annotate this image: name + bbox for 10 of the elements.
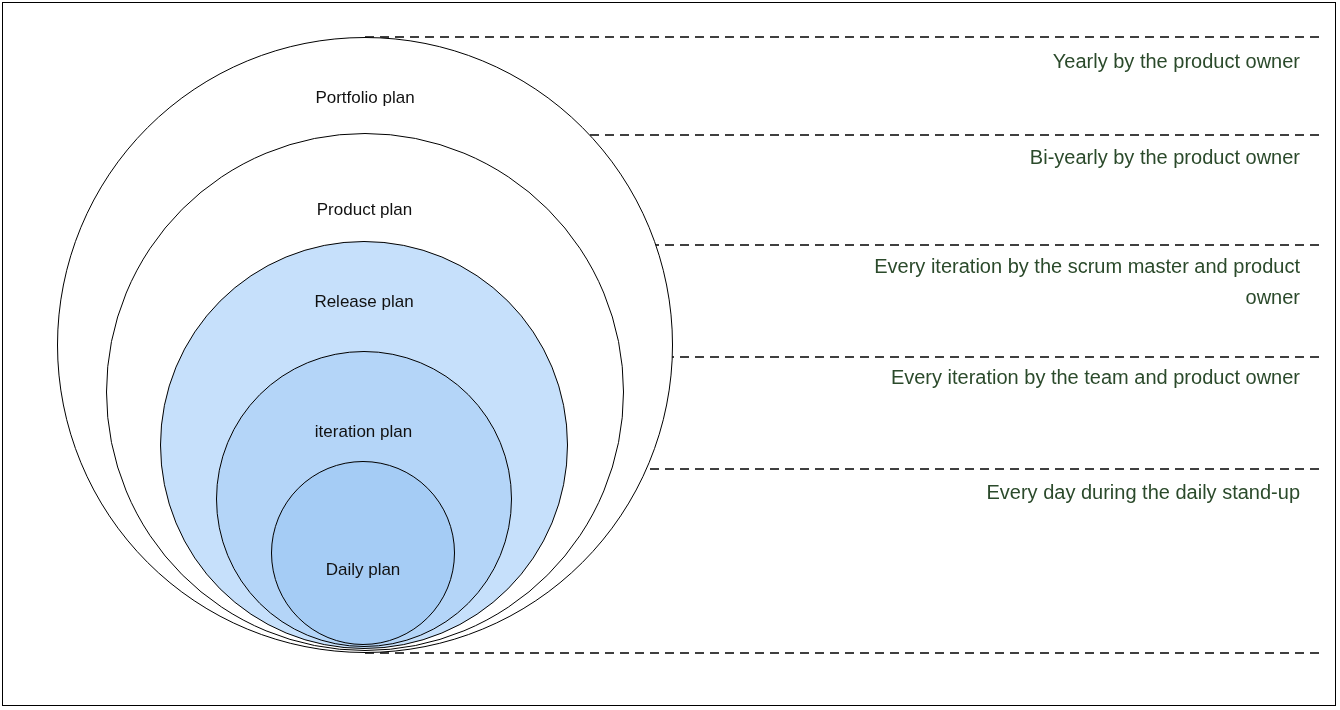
plan-name: Daily plan — [325, 560, 401, 580]
plan-name: Portfolio plan — [315, 88, 415, 108]
planning-frequency-note: Every iteration by the scrum master and product owner — [873, 254, 1300, 310]
planning-frequency-note: Every iteration by the team and product owner — [890, 365, 1300, 390]
plan-name: Release plan — [314, 292, 414, 312]
planning-frequency-note: Every day during the daily stand-up — [986, 480, 1300, 505]
plan-name: Product plan — [316, 200, 413, 220]
planning-frequency-note: Bi-yearly by the product owner — [1029, 145, 1300, 170]
planning-frequency-note: Yearly by the product owner — [1052, 49, 1300, 74]
plan-name: iteration plan — [314, 422, 413, 442]
